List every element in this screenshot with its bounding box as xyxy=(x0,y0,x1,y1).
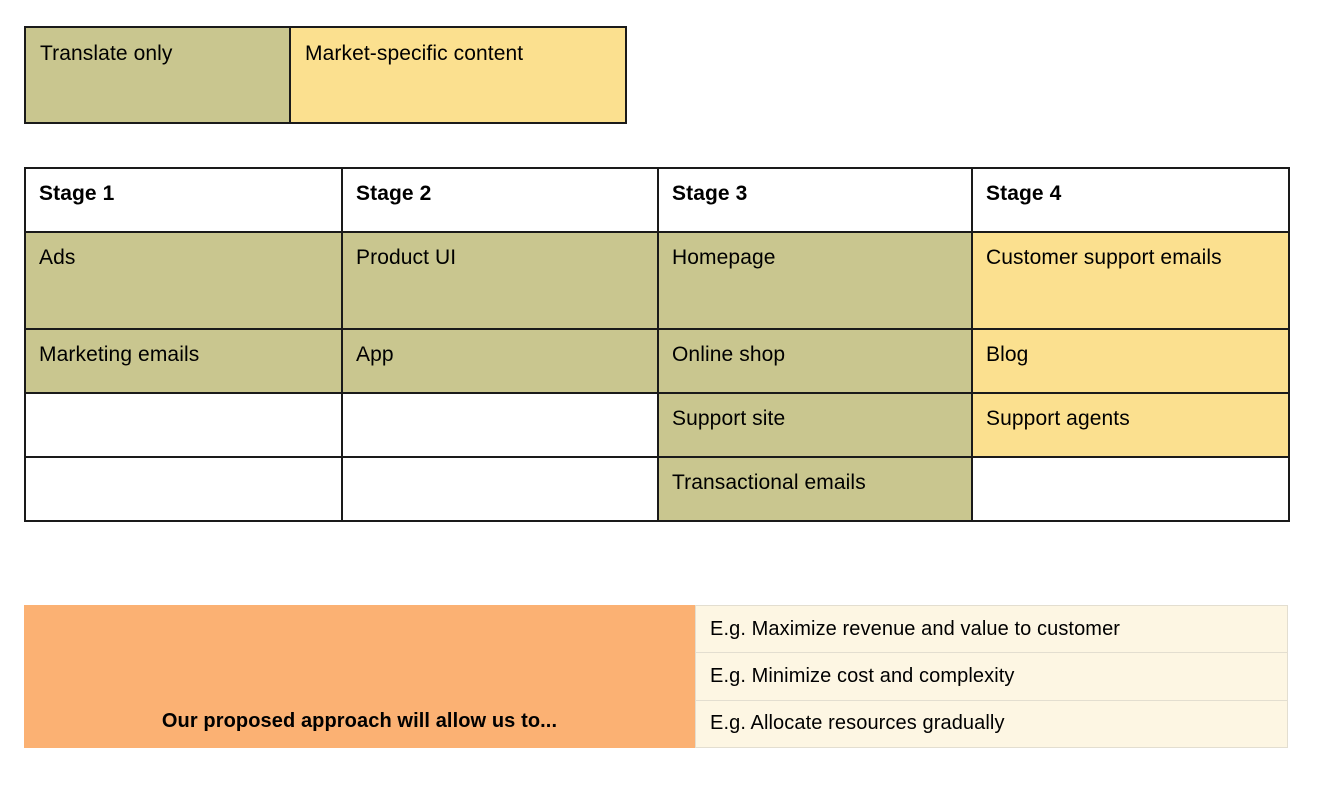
legend-item-translate-only: Translate only xyxy=(26,28,291,122)
column-header-stage-1: Stage 1 xyxy=(24,167,343,233)
table-header-row: Stage 1 Stage 2 Stage 3 Stage 4 xyxy=(24,167,1290,233)
table-cell xyxy=(24,392,343,458)
list-item-label: E.g. Maximize revenue and value to custo… xyxy=(710,617,1121,640)
table-cell: Customer support emails xyxy=(971,231,1290,330)
table-cell: Homepage xyxy=(657,231,973,330)
list-item: E.g. Allocate resources gradually xyxy=(695,700,1288,748)
proposal-list: E.g. Maximize revenue and value to custo… xyxy=(695,605,1288,748)
table-row: Ads Product UI Homepage Customer support… xyxy=(24,231,1290,330)
table-cell xyxy=(341,392,659,458)
column-header-stage-2: Stage 2 xyxy=(341,167,659,233)
table-cell: Transactional emails xyxy=(657,456,973,522)
proposal-banner: Our proposed approach will allow us to..… xyxy=(24,605,695,748)
column-header-stage-3: Stage 3 xyxy=(657,167,973,233)
table-row: Transactional emails xyxy=(24,456,1290,522)
list-item-label: E.g. Allocate resources gradually xyxy=(710,712,1005,735)
table-row: Marketing emails App Online shop Blog xyxy=(24,328,1290,394)
list-item: E.g. Minimize cost and complexity xyxy=(695,653,1288,701)
table-cell: Support agents xyxy=(971,392,1290,458)
table-cell: App xyxy=(341,328,659,394)
table-cell xyxy=(971,456,1290,522)
table-cell xyxy=(24,456,343,522)
table-cell: Ads xyxy=(24,231,343,330)
table-cell: Product UI xyxy=(341,231,659,330)
legend: Translate only Market-specific content xyxy=(24,26,627,124)
table-cell: Support site xyxy=(657,392,973,458)
stage-table: Stage 1 Stage 2 Stage 3 Stage 4 Ads Prod… xyxy=(24,167,1290,522)
list-item: E.g. Maximize revenue and value to custo… xyxy=(695,605,1288,654)
legend-item-market-specific-content: Market-specific content xyxy=(291,28,625,122)
legend-item-label: Market-specific content xyxy=(305,42,524,65)
list-item-label: E.g. Minimize cost and complexity xyxy=(710,664,1015,687)
table-cell xyxy=(341,456,659,522)
table-cell: Blog xyxy=(971,328,1290,394)
proposal-section: Our proposed approach will allow us to..… xyxy=(24,605,1288,748)
proposal-banner-label: Our proposed approach will allow us to..… xyxy=(161,710,558,732)
table-cell: Marketing emails xyxy=(24,328,343,394)
table-cell: Online shop xyxy=(657,328,973,394)
legend-item-label: Translate only xyxy=(40,42,173,65)
column-header-stage-4: Stage 4 xyxy=(971,167,1290,233)
table-row: Support site Support agents xyxy=(24,392,1290,458)
